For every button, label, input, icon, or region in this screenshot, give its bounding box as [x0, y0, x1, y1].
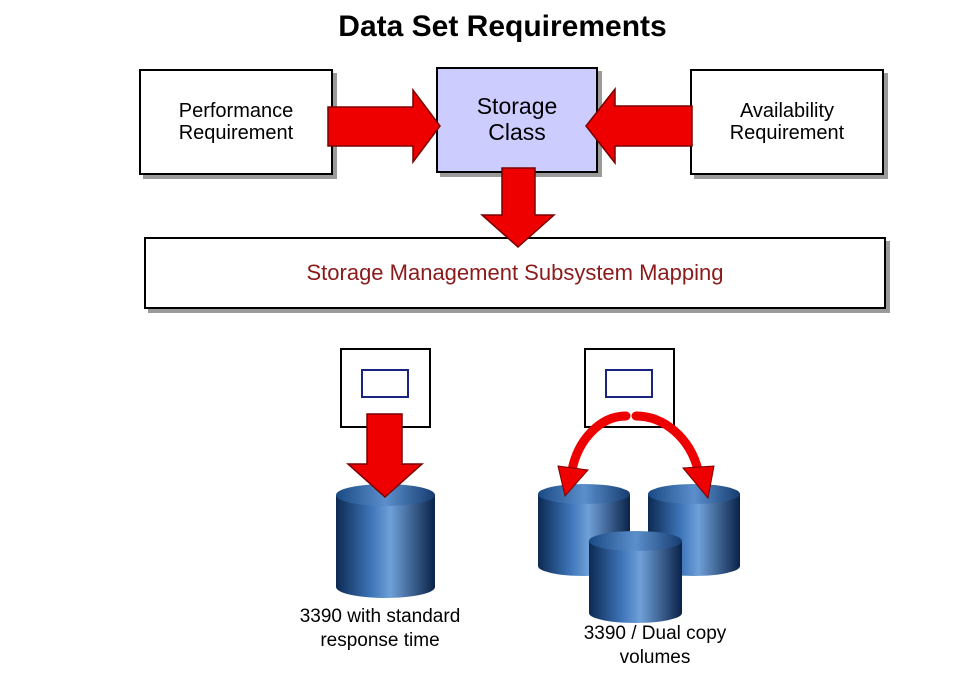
disk-cylinder-icon — [336, 484, 435, 598]
performance-label-line1: Performance — [178, 99, 294, 122]
caption-standard-line1: 3390 with standard — [299, 606, 461, 627]
storage-class-label-line1: Storage — [476, 93, 558, 120]
sms-mapping-label: Storage Management Subsystem Mapping — [306, 259, 724, 285]
availability-label-line1: Availability — [739, 99, 835, 122]
page-title: Data Set Requirements — [338, 10, 667, 43]
performance-label-line2: Requirement — [178, 122, 294, 144]
arrow-down-icon — [480, 167, 556, 249]
disk-cylinder-icon — [589, 531, 682, 623]
curved-arrow-left-icon — [557, 411, 631, 498]
caption-dual-copy: 3390 / Dual copy volumes — [545, 622, 765, 670]
performance-requirement-box: Performance Requirement — [139, 69, 333, 175]
storage-class-box: Storage Class — [436, 67, 598, 173]
arrow-down-icon — [346, 413, 424, 499]
sms-mapping-box: Storage Management Subsystem Mapping — [144, 237, 886, 309]
caption-dual-copy-line2: volumes — [619, 646, 691, 668]
storage-class-label-line2: Class — [488, 119, 546, 145]
caption-standard-response: 3390 with standard response time — [270, 605, 490, 653]
arrow-right-icon — [327, 87, 441, 165]
arrow-left-icon — [585, 86, 693, 166]
availability-requirement-box: Availability Requirement — [690, 69, 884, 175]
caption-standard-line2: response time — [320, 629, 440, 651]
caption-dual-copy-line1: 3390 / Dual copy — [583, 623, 727, 644]
availability-label-line2: Requirement — [729, 122, 845, 144]
curved-arrow-right-icon — [631, 411, 715, 500]
